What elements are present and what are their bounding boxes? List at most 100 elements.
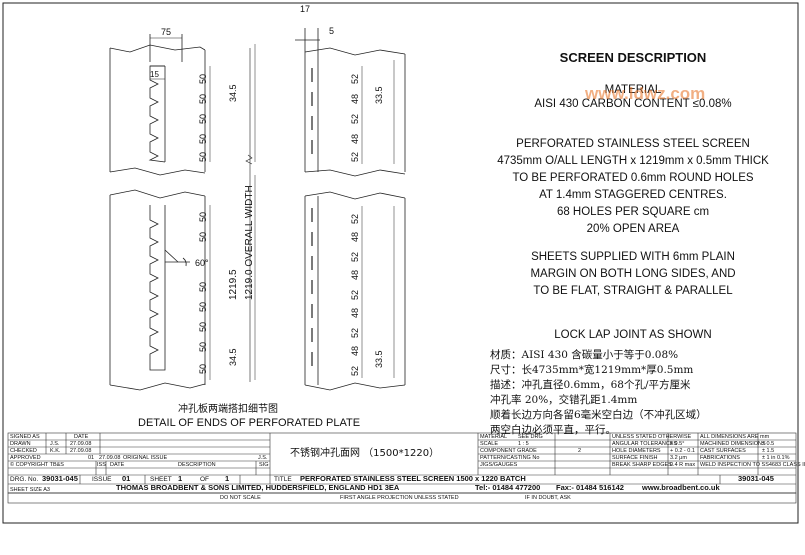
svg-text:50: 50 bbox=[198, 114, 208, 124]
svg-text:52: 52 bbox=[350, 252, 360, 262]
description-title: SCREEN DESCRIPTION bbox=[559, 50, 707, 65]
right-dims bbox=[361, 60, 395, 378]
svg-text:50: 50 bbox=[198, 74, 208, 84]
tb-scale-l: SCALE bbox=[480, 441, 499, 447]
cn-line-5: 顺着长边方向各留6毫米空白边（不冲孔区域） bbox=[490, 409, 707, 421]
desc-line-4: AT 1.4mm STAGGERED CENTRES. bbox=[539, 189, 727, 201]
lock-lap-note: LOCK LAP JOINT AS SHOWN bbox=[554, 329, 712, 341]
dim-15-label: 15 bbox=[150, 70, 159, 79]
svg-text:52: 52 bbox=[350, 152, 360, 162]
tb-approved: APPROVED bbox=[10, 455, 41, 461]
tb-copyright: © COPYRIGHT TB&S bbox=[10, 462, 64, 468]
svg-text:48: 48 bbox=[350, 232, 360, 242]
svg-text:50: 50 bbox=[198, 134, 208, 144]
tb-issue: 01 bbox=[122, 474, 131, 483]
svg-text:48: 48 bbox=[350, 308, 360, 318]
svg-text:52: 52 bbox=[350, 328, 360, 338]
tb-if-in-doubt: IF IN DOUBT, ASK bbox=[525, 495, 571, 501]
tb-rev-desc: ORIGINAL ISSUE bbox=[123, 455, 168, 461]
tb-drawn-by: J.S. bbox=[50, 441, 60, 447]
svg-text:52: 52 bbox=[350, 74, 360, 84]
tb-fab-v: ± 1 in 0.1% bbox=[762, 455, 790, 461]
tb-of-label: OF bbox=[200, 476, 210, 483]
cn-line-2: 尺寸：长4735mm*宽1219mm*厚0.5mm bbox=[490, 364, 694, 376]
left-bottom-dim-labels: 50 50 50 50 50 50 50 34.5 60° bbox=[195, 212, 238, 374]
svg-text:48: 48 bbox=[350, 270, 360, 280]
svg-text:50: 50 bbox=[198, 152, 208, 162]
tb-material-l: MATERIAL bbox=[480, 434, 508, 440]
tb-drg-no-right: 39031-045 bbox=[738, 474, 774, 483]
tb-sheet-no: 1 bbox=[178, 474, 183, 483]
left-plate-bottom bbox=[109, 189, 206, 391]
left-top-dim-labels: 50 50 50 50 50 34.5 bbox=[198, 74, 238, 162]
svg-text:50: 50 bbox=[198, 342, 208, 352]
desc-line-3: TO BE PERFORATED 0.6mm ROUND HOLES bbox=[512, 172, 754, 184]
desc-line-1: PERFORATED STAINLESS STEEL SCREEN bbox=[516, 138, 750, 150]
tb-rev-date: 27.09.08 bbox=[99, 455, 121, 461]
tb-material-v: SEE DRG bbox=[518, 434, 543, 440]
desc-line-2: 4735mm O/ALL LENGTH x 1219mm x 0.5mm THI… bbox=[497, 155, 769, 167]
tb-drawn: DRAWN bbox=[10, 441, 31, 447]
tb-date-header: DATE bbox=[74, 434, 89, 440]
dim-75: 75 15 bbox=[150, 27, 182, 80]
tb-tel: Tel:- 01484 477200 bbox=[475, 483, 541, 492]
tb-surface: SURFACE FINISH bbox=[612, 455, 658, 461]
tb-scale-v: 1 : 5 bbox=[518, 441, 529, 447]
tb-signed-as: SIGNED AS bbox=[10, 434, 40, 440]
watermark: www.ldwz.com bbox=[585, 84, 706, 103]
tb-drawn-date: 27.09.08 bbox=[70, 441, 92, 447]
sheet-border bbox=[2, 2, 799, 524]
tb-cast: CAST SURFACES bbox=[700, 448, 746, 454]
tb-checked-date: 27.09.08 bbox=[70, 448, 92, 454]
svg-text:48: 48 bbox=[350, 134, 360, 144]
tb-ang-tol-v: ± 0.5° bbox=[670, 441, 685, 447]
tb-all-dims: ALL DIMENSIONS ARE mm bbox=[700, 434, 770, 440]
tb-issue-label: ISSUE bbox=[92, 476, 112, 483]
material-label: MATERIAL bbox=[604, 84, 662, 96]
tb-rev-no: 01 bbox=[88, 455, 95, 461]
cn-line-1: 材质：AISI 430 含碳量小于等于0.08% bbox=[490, 349, 679, 361]
svg-text:52: 52 bbox=[350, 366, 360, 376]
desc-line-6: 20% OPEN AREA bbox=[586, 223, 680, 235]
dim-17-label: 17 bbox=[300, 4, 310, 14]
tb-break-edges: BREAK SHARP EDGES bbox=[612, 462, 672, 468]
svg-text:50: 50 bbox=[198, 302, 208, 312]
angle-label: 60° bbox=[195, 258, 209, 268]
tb-web: www.broadbent.co.uk bbox=[642, 483, 720, 492]
tb-description: DESCRIPTION bbox=[178, 462, 216, 468]
desc-margin-2: MARGIN ON BOTH LONG SIDES, AND bbox=[530, 268, 736, 280]
tb-checked: CHECKED bbox=[10, 448, 37, 454]
svg-text:34.5: 34.5 bbox=[228, 84, 238, 102]
desc-margin-1: SHEETS SUPPLIED WITH 6mm PLAIN bbox=[531, 251, 735, 263]
tb-projection: FIRST ANGLE PROJECTION UNLESS STATED bbox=[340, 495, 459, 501]
tb-cast-v: ± 1.5 bbox=[762, 448, 775, 454]
svg-text:50: 50 bbox=[198, 282, 208, 292]
title-block-grid bbox=[7, 432, 797, 504]
svg-text:48: 48 bbox=[350, 346, 360, 356]
tb-title: PERFORATED STAINLESS STEEL SCREEN 1500 x… bbox=[300, 474, 526, 483]
caption-cn: 冲孔板两端搭扣细节图 bbox=[178, 402, 278, 415]
tb-hole-dia: HOLE DIAMETERS bbox=[612, 448, 661, 454]
right-dim-labels: 17 5 52 48 52 48 52 33.5 52 48 52 48 52 … bbox=[300, 4, 384, 376]
svg-text:52: 52 bbox=[350, 214, 360, 224]
tb-iss: ISS bbox=[97, 462, 106, 468]
tb-break-edges-v: 0.4 R max bbox=[670, 462, 696, 468]
tb-jigs-l: JIGS/GAUGES bbox=[480, 462, 518, 468]
tb-surface-v: 3.2 μm bbox=[670, 455, 687, 461]
tb-company: THOMAS BROADBENT & SONS LIMITED, HUDDERS… bbox=[116, 483, 400, 492]
material-value: AISI 430 CARBON CONTENT ≤0.08% bbox=[534, 98, 732, 110]
tb-title-label: TITLE bbox=[274, 476, 292, 483]
cn-line-6: 两空白边必须平直，平行。 bbox=[490, 424, 616, 436]
svg-text:34.5: 34.5 bbox=[228, 348, 238, 366]
tb-unless: UNLESS STATED OTHERWISE bbox=[612, 434, 692, 440]
tb-drg-no-label: DRG. No. bbox=[10, 476, 39, 483]
tb-sheet-label: SHEET bbox=[150, 476, 172, 483]
svg-text:33.5: 33.5 bbox=[374, 86, 384, 104]
title-cn: 不锈钢冲孔面网 （1500*1220） bbox=[290, 446, 439, 459]
tb-date2: DATE bbox=[110, 462, 125, 468]
svg-text:50: 50 bbox=[198, 232, 208, 242]
cn-line-3: 描述：冲孔直径0.6mm，68个孔/平方厘米 bbox=[490, 379, 691, 391]
svg-text:48: 48 bbox=[350, 94, 360, 104]
tb-hole-dia-v: + 0.2 - 0.1 bbox=[670, 448, 695, 454]
